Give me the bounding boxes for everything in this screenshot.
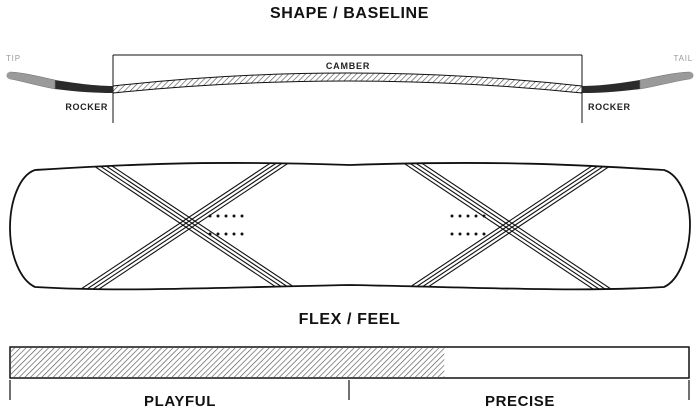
- rocker-left-label: ROCKER: [65, 102, 108, 112]
- camber-label: CAMBER: [326, 61, 370, 71]
- tail-label: TAIL: [673, 54, 693, 63]
- tip-section: [9, 71, 56, 90]
- left-x-straps: [71, 162, 307, 290]
- flex-feel-title: FLEX / FEEL: [298, 311, 401, 328]
- board-shape: [9, 162, 691, 291]
- right-x-straps: [397, 162, 621, 290]
- shape-baseline-title: SHAPE / BASELINE: [270, 5, 429, 22]
- tail-end: [686, 72, 694, 79]
- tail-section: [639, 71, 691, 90]
- rocker-right-label: ROCKER: [588, 102, 631, 112]
- board-outline: [9, 162, 691, 291]
- camber-section: [112, 72, 583, 94]
- flex-playful-label: PLAYFUL: [144, 393, 216, 410]
- baseline-profile: CAMBER ROCKER ROCKER TIP TAIL: [6, 54, 694, 123]
- rocker-left-section: [55, 80, 113, 93]
- left-insert-holes: [208, 214, 244, 236]
- flex-precise-label: PRECISE: [484, 393, 556, 410]
- board-x-pattern: [71, 162, 621, 290]
- flex-level-fill: [11, 348, 445, 377]
- flex-scale: [9, 346, 690, 400]
- rocker-right-section: [582, 80, 640, 93]
- tip-label: TIP: [6, 54, 21, 63]
- right-insert-holes: [450, 214, 486, 236]
- tip-end: [6, 72, 14, 79]
